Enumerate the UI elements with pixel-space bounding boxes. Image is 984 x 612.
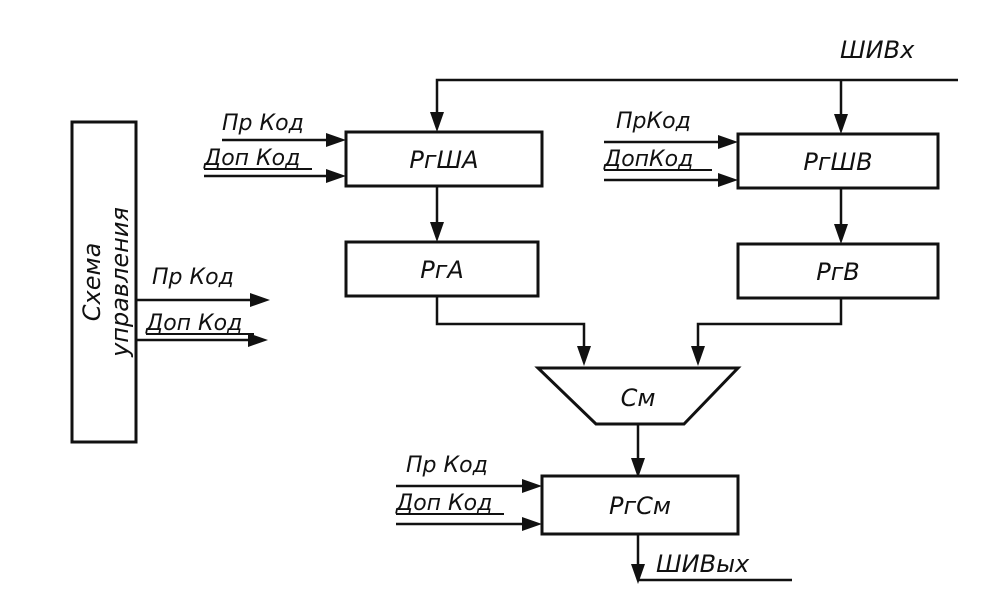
register-rga-box bbox=[344, 240, 540, 298]
rgsha-dop-arrow bbox=[326, 169, 346, 183]
input-bus-arrow-a bbox=[430, 112, 444, 132]
rgshb-inputs: ПрКод ДопКод bbox=[603, 109, 738, 187]
rgb-to-adder-line bbox=[696, 298, 843, 356]
output-bus-arrow bbox=[631, 564, 645, 584]
register-rgsha-label: РгША bbox=[409, 146, 478, 174]
control-unit-label-line2: управления bbox=[106, 207, 134, 358]
adder-label: См bbox=[621, 384, 656, 412]
input-bus-arrow-b bbox=[834, 114, 848, 134]
control-out-dop-arrow bbox=[248, 333, 268, 347]
register-rgb: РгВ bbox=[736, 242, 940, 300]
register-rgsha-box bbox=[344, 130, 544, 188]
control-unit: Схема управления bbox=[70, 120, 138, 444]
rgsha-pr-arrow bbox=[326, 133, 346, 147]
rgshb-dop-label: ДопКод bbox=[603, 147, 693, 172]
output-bus: ШИВых bbox=[631, 534, 792, 584]
rgsm-dop-label: Доп Код bbox=[395, 491, 492, 516]
rgshb-dop-arrow bbox=[718, 173, 738, 187]
output-bus-label: ШИВых bbox=[656, 550, 750, 578]
rgsm-pr-label: Пр Код bbox=[406, 453, 488, 478]
register-rga-label: РгА bbox=[420, 256, 464, 284]
input-bus-label: ШИВх bbox=[840, 36, 915, 64]
register-rgsha: РгША bbox=[344, 130, 544, 188]
rga-to-adder-arrow bbox=[577, 346, 591, 366]
adder-shape bbox=[534, 366, 742, 426]
adder: См bbox=[534, 366, 742, 426]
register-rgshb-box bbox=[736, 132, 940, 190]
rgsm-pr-arrow bbox=[522, 479, 542, 493]
adder-to-rgsm-arrow bbox=[631, 458, 645, 478]
rgshb-to-rgb-arrow bbox=[834, 224, 848, 244]
rgsm-inputs: Пр Код Доп Код bbox=[395, 453, 542, 531]
rgsha-inputs: Пр Код Доп Код bbox=[203, 111, 346, 183]
input-bus: ШИВх bbox=[430, 36, 958, 134]
register-rgshb-label: РгШВ bbox=[803, 148, 872, 176]
rgsha-to-rga-arrow bbox=[430, 222, 444, 242]
rgsm-dop-arrow bbox=[522, 517, 542, 531]
register-rgsm-box bbox=[540, 474, 740, 536]
rgshb-pr-arrow bbox=[718, 135, 738, 149]
rgshb-pr-label: ПрКод bbox=[616, 109, 691, 134]
control-unit-label-line1: Схема bbox=[78, 243, 106, 322]
control-out-pr-arrow bbox=[250, 293, 270, 307]
rga-to-adder-line bbox=[435, 296, 586, 356]
register-rgshb: РгШВ bbox=[736, 132, 940, 190]
control-out-dop-label: Доп Код bbox=[145, 311, 242, 336]
rgsha-pr-label: Пр Код bbox=[222, 111, 304, 136]
control-unit-box bbox=[70, 120, 138, 444]
register-rgsm-label: РгСм bbox=[609, 492, 671, 520]
rgb-to-adder-arrow bbox=[691, 346, 705, 366]
control-unit-outputs: Пр Код Доп Код bbox=[136, 265, 270, 347]
register-rga: РгА bbox=[344, 240, 540, 298]
input-bus-line-a bbox=[435, 78, 958, 126]
register-rgb-label: РгВ bbox=[816, 258, 860, 286]
register-rgsm: РгСм bbox=[540, 474, 740, 536]
register-rgb-box bbox=[736, 242, 940, 300]
control-out-pr-label: Пр Код bbox=[152, 265, 234, 290]
rgsha-dop-label: Доп Код bbox=[203, 146, 300, 171]
